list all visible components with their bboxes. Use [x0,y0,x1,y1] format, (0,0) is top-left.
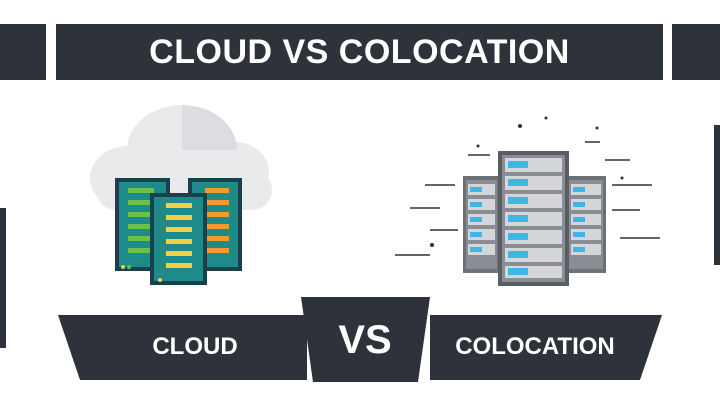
cloud-label: CLOUD [152,333,238,360]
banner-left-panel [58,315,307,380]
header-left-block [0,24,46,80]
server-rack-icon [395,116,660,286]
bottom-banner [58,297,662,382]
vs-label: VS [338,318,392,362]
page-title: CLOUD VS COLOCATION [149,32,570,71]
left-accent-bar [0,208,6,348]
banner-center-badge [301,297,430,382]
right-accent-bar [714,125,720,265]
header-title-bar: CLOUD VS COLOCATION [56,24,663,80]
header-right-block [672,24,720,80]
banner-right-panel [430,315,662,380]
server-icon [150,193,207,285]
colocation-label: COLOCATION [455,333,615,360]
